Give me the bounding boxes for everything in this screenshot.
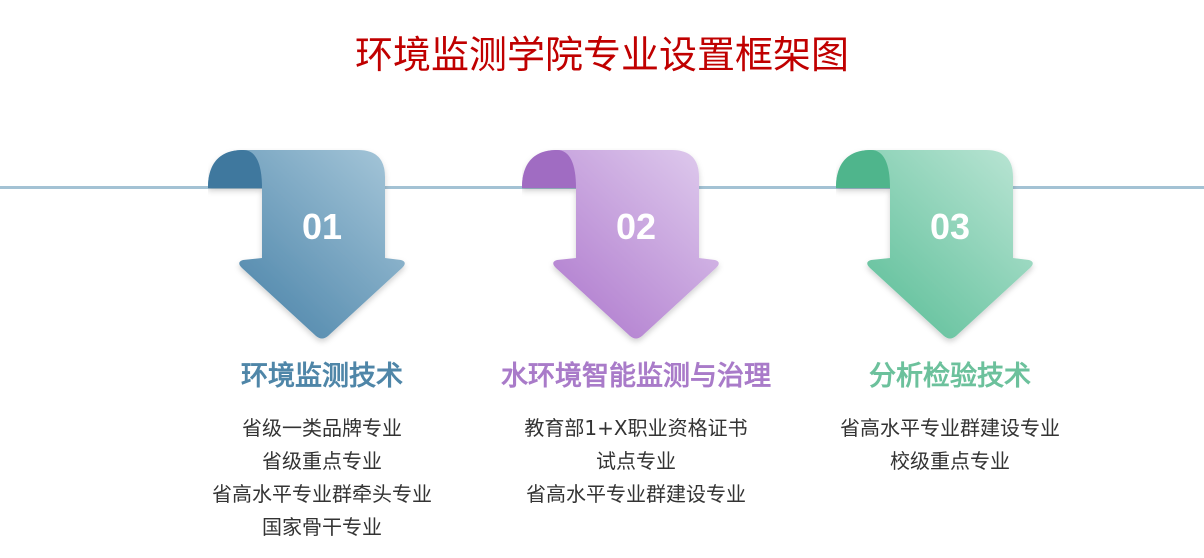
honor-item: 省高水平专业群牵头专业 [212, 482, 432, 506]
honor-item: 试点专业 [596, 449, 676, 473]
arrow-03-icon [836, 150, 1033, 339]
honor-item: 省高水平专业群建设专业 [840, 416, 1060, 440]
step-number: 03 [929, 206, 971, 247]
honor-item: 教育部1+X职业资格证书 [524, 416, 748, 440]
diagram-title: 环境监测学院专业设置框架图 [354, 33, 849, 77]
major-name: 水环境智能监测与治理 [501, 361, 771, 392]
honor-item: 省级一类品牌专业 [242, 416, 402, 440]
honor-item: 省级重点专业 [262, 449, 382, 473]
major-honors: 省高水平专业群建设专业校级重点专业 [770, 412, 1130, 478]
major-honors: 教育部1+X职业资格证书试点专业省高水平专业群建设专业 [456, 412, 816, 511]
arrow-02-icon [522, 150, 719, 339]
arrow-01-icon [208, 150, 405, 339]
major-honors: 省级一类品牌专业省级重点专业省高水平专业群牵头专业国家骨干专业 [142, 412, 502, 544]
step-number: 02 [615, 206, 657, 247]
honor-item: 省高水平专业群建设专业 [526, 482, 746, 506]
honor-item: 校级重点专业 [890, 449, 1010, 473]
honor-item: 国家骨干专业 [262, 515, 382, 539]
major-name: 环境监测技术 [241, 361, 403, 392]
step-number: 01 [301, 206, 343, 247]
major-name: 分析检验技术 [869, 361, 1031, 392]
